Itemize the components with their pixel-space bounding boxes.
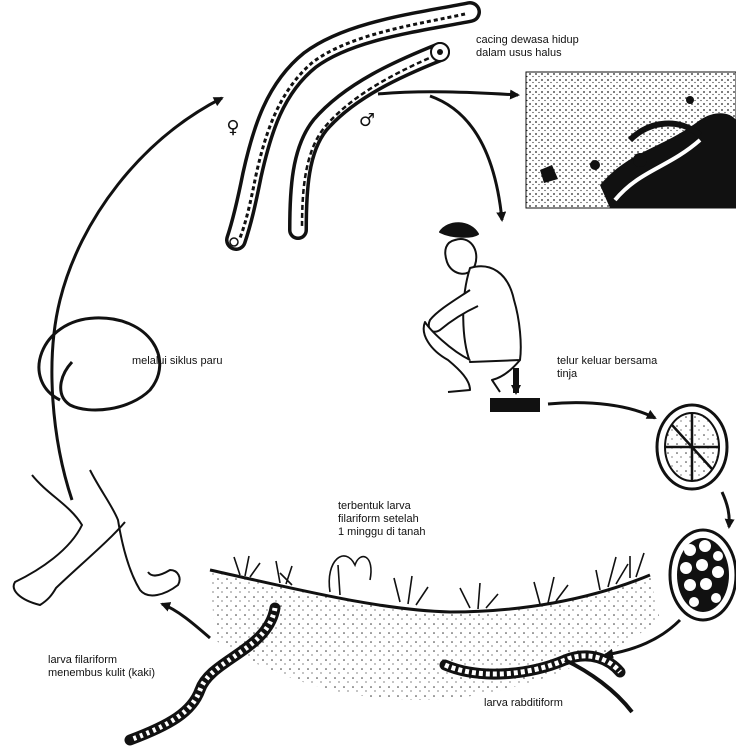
label-adult-worms: cacing dewasa hidup dalam usus halus — [476, 34, 579, 60]
label-lung-cycle: melalui siklus paru — [132, 355, 222, 368]
intestine-micrograph — [526, 72, 736, 208]
egg-morula-stage — [670, 530, 736, 620]
arrow-icon — [430, 96, 502, 220]
arrow-icon — [722, 492, 729, 527]
female-symbol-icon: ♀ — [226, 117, 239, 138]
label-penetrate-skin: larva filariform menembus kulit (kaki) — [48, 654, 155, 680]
arrow-icon — [378, 92, 518, 95]
squatting-person — [424, 223, 521, 392]
label-eggs-out: telur keluar bersama tinja — [557, 355, 657, 381]
male-adult-worm — [298, 43, 449, 230]
label-rhabditiform: larva rabditiform — [484, 697, 563, 710]
label-filariform-formed: terbentuk larva filariform setelah 1 min… — [338, 500, 425, 539]
arrow-icon — [162, 604, 210, 638]
egg-early-stage — [657, 405, 727, 489]
stool-sample — [490, 398, 540, 412]
human-legs — [14, 470, 180, 605]
male-symbol-icon: ♂ — [359, 110, 375, 131]
arrow-icon — [548, 403, 655, 418]
arrow-icon — [52, 98, 222, 500]
